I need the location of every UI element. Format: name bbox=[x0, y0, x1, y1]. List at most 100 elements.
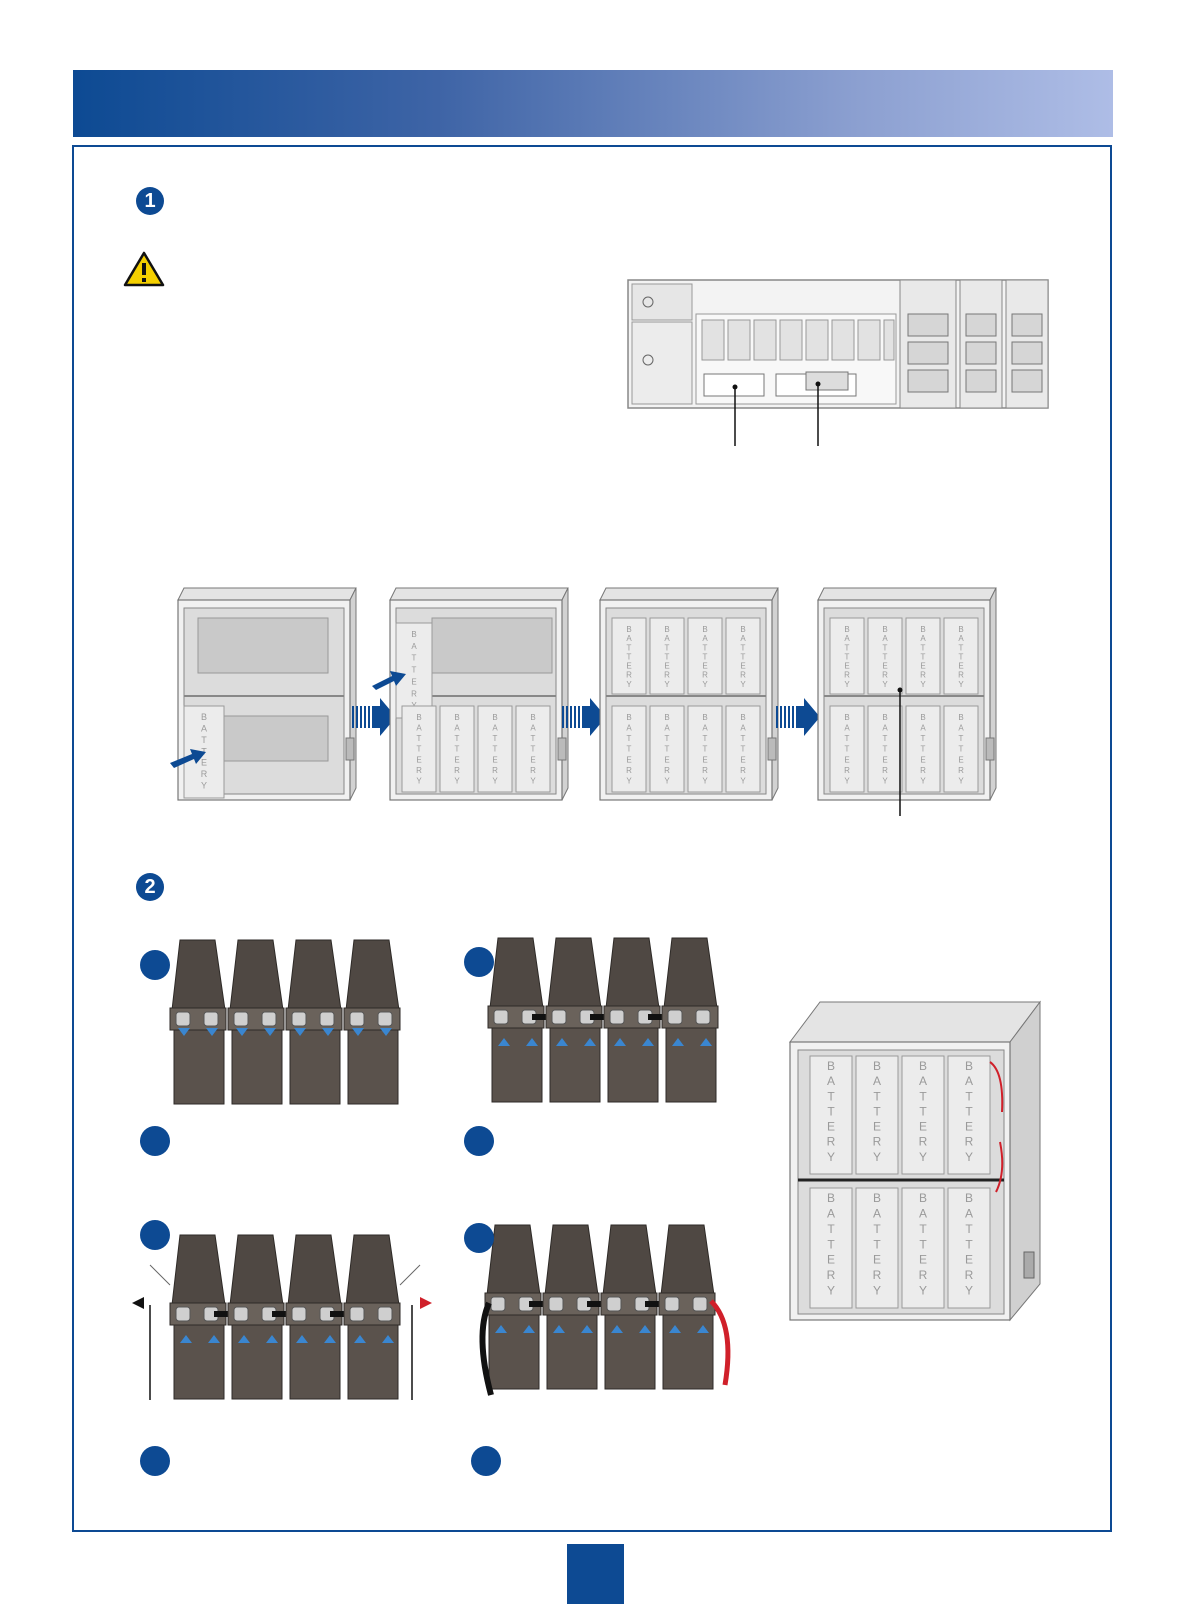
right-arrow-icon bbox=[352, 698, 396, 736]
svg-text:T: T bbox=[965, 1222, 973, 1236]
svg-text:B: B bbox=[958, 625, 963, 634]
cabinet-stage-3: BATTERYBATTERYBATTERYBATTERYBATTERYBATTE… bbox=[599, 587, 779, 801]
svg-text:T: T bbox=[845, 643, 850, 652]
svg-text:T: T bbox=[827, 1104, 835, 1118]
substep-dot-c bbox=[140, 1126, 170, 1156]
svg-text:A: A bbox=[827, 1206, 835, 1220]
step-2-marker: 2 bbox=[136, 873, 164, 901]
svg-text:A: A bbox=[416, 724, 422, 733]
svg-text:A: A bbox=[664, 634, 670, 643]
svg-text:Y: Y bbox=[965, 1284, 973, 1298]
svg-text:R: R bbox=[411, 689, 417, 698]
svg-text:R: R bbox=[626, 766, 632, 775]
svg-text:T: T bbox=[627, 643, 632, 652]
svg-text:B: B bbox=[664, 625, 669, 634]
svg-text:B: B bbox=[702, 713, 707, 722]
svg-text:Y: Y bbox=[882, 680, 888, 689]
svg-text:Y: Y bbox=[844, 776, 850, 785]
svg-text:T: T bbox=[627, 734, 632, 743]
svg-text:E: E bbox=[882, 755, 887, 764]
svg-text:E: E bbox=[920, 755, 925, 764]
battery-unit bbox=[603, 937, 661, 1103]
svg-text:R: R bbox=[740, 671, 746, 680]
svg-text:T: T bbox=[919, 1222, 927, 1236]
svg-text:E: E bbox=[702, 662, 707, 671]
svg-text:T: T bbox=[873, 1104, 881, 1118]
power-panel-illustration bbox=[627, 279, 1049, 446]
svg-text:B: B bbox=[919, 1191, 927, 1205]
substep-dot-b bbox=[464, 947, 494, 977]
svg-text:R: R bbox=[882, 671, 888, 680]
svg-text:E: E bbox=[492, 755, 497, 764]
svg-text:E: E bbox=[958, 755, 963, 764]
svg-text:T: T bbox=[919, 1104, 927, 1118]
svg-text:Y: Y bbox=[416, 776, 422, 785]
svg-text:R: R bbox=[827, 1135, 836, 1149]
svg-text:B: B bbox=[664, 713, 669, 722]
svg-text:A: A bbox=[201, 723, 207, 733]
svg-text:T: T bbox=[412, 666, 417, 675]
svg-text:Y: Y bbox=[920, 680, 926, 689]
svg-text:T: T bbox=[417, 745, 422, 754]
svg-text:A: A bbox=[844, 634, 850, 643]
svg-text:T: T bbox=[493, 745, 498, 754]
substep-dot-f bbox=[464, 1223, 494, 1253]
svg-text:B: B bbox=[454, 713, 459, 722]
svg-text:E: E bbox=[454, 755, 459, 764]
svg-text:B: B bbox=[827, 1059, 835, 1073]
svg-text:A: A bbox=[873, 1074, 881, 1088]
svg-text:T: T bbox=[965, 1104, 973, 1118]
svg-text:R: R bbox=[920, 671, 926, 680]
battery-unit bbox=[343, 939, 401, 1105]
svg-text:T: T bbox=[201, 735, 207, 745]
svg-text:E: E bbox=[201, 758, 207, 768]
svg-text:E: E bbox=[920, 662, 925, 671]
svg-text:T: T bbox=[827, 1222, 835, 1236]
svg-text:R: R bbox=[626, 671, 632, 680]
substep-dot-h bbox=[471, 1446, 501, 1476]
svg-text:T: T bbox=[741, 652, 746, 661]
svg-text:R: R bbox=[702, 671, 708, 680]
svg-text:R: R bbox=[873, 1268, 882, 1282]
page-number-box bbox=[567, 1544, 624, 1604]
svg-text:Y: Y bbox=[958, 776, 964, 785]
svg-text:A: A bbox=[844, 724, 850, 733]
svg-text:T: T bbox=[919, 1089, 927, 1103]
svg-text:T: T bbox=[703, 734, 708, 743]
svg-text:A: A bbox=[702, 634, 708, 643]
svg-text:T: T bbox=[965, 1237, 973, 1251]
svg-text:A: A bbox=[664, 724, 670, 733]
svg-text:Y: Y bbox=[740, 680, 746, 689]
svg-text:E: E bbox=[827, 1253, 835, 1267]
svg-text:B: B bbox=[919, 1059, 927, 1073]
svg-text:Y: Y bbox=[844, 680, 850, 689]
battery-group-d bbox=[479, 1224, 731, 1396]
svg-text:Y: Y bbox=[664, 680, 670, 689]
svg-text:A: A bbox=[827, 1074, 835, 1088]
svg-text:E: E bbox=[740, 755, 745, 764]
svg-text:Y: Y bbox=[873, 1284, 881, 1298]
svg-text:Y: Y bbox=[919, 1284, 927, 1298]
svg-text:T: T bbox=[919, 1237, 927, 1251]
svg-text:R: R bbox=[740, 766, 746, 775]
svg-text:B: B bbox=[920, 625, 925, 634]
svg-text:T: T bbox=[627, 745, 632, 754]
svg-text:E: E bbox=[626, 662, 631, 671]
finished-cabinet-illustration: BATTERYBATTERYBATTERYBATTERYBATTERYBATTE… bbox=[789, 1000, 1041, 1322]
svg-text:T: T bbox=[883, 745, 888, 754]
svg-text:E: E bbox=[411, 677, 416, 686]
svg-text:Y: Y bbox=[454, 776, 460, 785]
svg-text:A: A bbox=[492, 724, 498, 733]
battery-unit bbox=[542, 1224, 600, 1390]
svg-text:A: A bbox=[958, 724, 964, 733]
right-arrow-icon bbox=[562, 698, 606, 736]
svg-text:B: B bbox=[958, 713, 963, 722]
svg-text:R: R bbox=[844, 671, 850, 680]
svg-text:T: T bbox=[921, 734, 926, 743]
svg-text:T: T bbox=[827, 1237, 835, 1251]
battery-unit bbox=[484, 1224, 542, 1390]
svg-text:T: T bbox=[455, 734, 460, 743]
svg-text:T: T bbox=[703, 745, 708, 754]
svg-text:T: T bbox=[665, 652, 670, 661]
